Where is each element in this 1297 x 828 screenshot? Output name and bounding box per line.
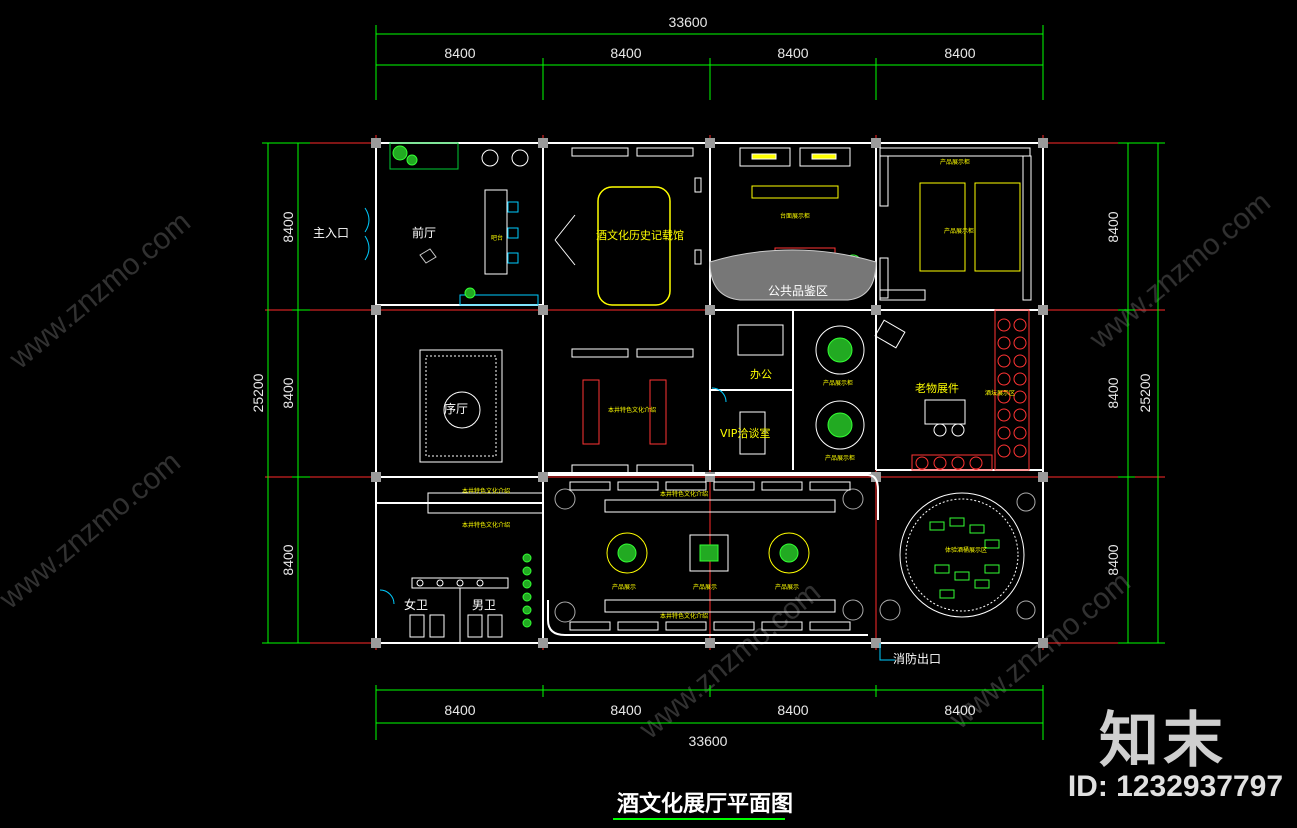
dim-total-bottom: 33600 <box>689 733 728 749</box>
label-product-cabinet-1: 产品展示柜 <box>940 158 970 166</box>
label-front-hall: 前厅 <box>412 225 436 240</box>
dim-col-4: 8400 <box>944 45 975 61</box>
front-hall-furniture <box>364 142 539 306</box>
dim-col-2: 8400 <box>610 45 641 61</box>
dimension-lines <box>262 25 1165 740</box>
prelude-hall-furniture <box>419 349 544 514</box>
watermark-site: www.znzmo.com <box>1083 185 1277 356</box>
culture-boards <box>547 147 879 636</box>
label-culture-wall-3: 本井特色文化介绍 <box>608 406 656 414</box>
watermark-site: www.znzmo.com <box>633 575 827 746</box>
label-counter: 吧台 <box>491 234 503 242</box>
label-tasting-area: 体验酒桶展示区 <box>945 546 987 554</box>
dim-col-b2: 8400 <box>610 702 641 718</box>
bottom-exhibits <box>604 499 836 613</box>
columns <box>371 138 1048 648</box>
watermark-site: www.znzmo.com <box>3 205 197 376</box>
public-tasting-furniture <box>709 147 877 301</box>
dim-row-3: 8400 <box>280 544 296 575</box>
label-public-tasting: 公共品鉴区 <box>768 284 828 298</box>
label-product-display-2: 产品展示 <box>693 583 717 591</box>
label-history-display: 酒文化历史记载馆 <box>596 228 684 242</box>
label-old-objects: 老物展件 <box>915 381 959 395</box>
label-fire-exit: 消防出口 <box>893 651 941 666</box>
watermark-brand: 知末 <box>1099 706 1227 776</box>
label-vip: VIP洽谈室 <box>720 426 770 440</box>
liquor-jars <box>911 309 1030 471</box>
dimension-text: 33600 8400 8400 8400 8400 8400 8400 8400… <box>250 14 1153 749</box>
drawing-title: 酒文化展厅平面图 <box>617 791 793 817</box>
dim-total-right: 25200 <box>1137 373 1153 412</box>
watermark-site-text: www.znzmo.com www.znzmo.com www.znzmo.co… <box>0 185 1277 746</box>
label-product-cabinet-4: 产品展示柜 <box>825 454 855 462</box>
dim-col-1: 8400 <box>444 45 475 61</box>
dim-row-r3: 8400 <box>1105 544 1121 575</box>
dim-col-b3: 8400 <box>777 702 808 718</box>
label-culture-wall-2: 本井特色文化介绍 <box>462 521 510 529</box>
dim-col-b1: 8400 <box>444 702 475 718</box>
watermark-id: ID: 1232937797 <box>1067 770 1283 803</box>
office-vip-furniture <box>711 324 784 455</box>
label-culture-wall-5: 本井特色文化介绍 <box>660 612 708 620</box>
label-office: 办公 <box>750 368 772 381</box>
label-product-display-3: 产品展示 <box>775 583 799 591</box>
label-prelude-hall: 序厅 <box>444 401 468 416</box>
label-culture-wall-4: 本井特色文化介绍 <box>660 490 708 498</box>
label-women-wc: 女卫 <box>404 597 428 612</box>
label-main-entrance: 主入口 <box>313 226 349 240</box>
history-display-furniture <box>554 177 702 306</box>
dim-total-top: 33600 <box>669 14 708 30</box>
dim-row-1: 8400 <box>280 211 296 242</box>
dim-col-b4: 8400 <box>944 702 975 718</box>
dim-row-r2: 8400 <box>1105 377 1121 408</box>
room-labels: 主入口 前厅 吧台 序厅 酒文化历史记载馆 公共品鉴区 办公 VIP洽谈室 老物… <box>313 225 1015 666</box>
product-cabinets <box>879 147 1032 301</box>
label-liquor-display: 酒坛展示区 <box>985 389 1015 397</box>
mid-product-displays <box>815 319 966 450</box>
axis-lines <box>265 135 1165 650</box>
small-labels: 产品展示柜 产品展示柜 产品展示柜 产品展示柜 产品展示 产品展示 产品展示 本… <box>462 158 974 620</box>
watermark-site: www.znzmo.com <box>0 445 187 616</box>
label-product-cabinet-3: 产品展示柜 <box>823 379 853 387</box>
dim-row-r1: 8400 <box>1105 211 1121 242</box>
dim-row-2: 8400 <box>280 377 296 408</box>
label-product-cabinet-2: 产品展示柜 <box>944 227 974 235</box>
fire-exit-door <box>879 643 895 661</box>
tasting-area <box>899 492 1025 618</box>
restrooms <box>379 577 509 643</box>
dim-col-3: 8400 <box>777 45 808 61</box>
dim-total-left: 25200 <box>250 373 266 412</box>
label-product-display-1: 产品展示 <box>612 583 636 591</box>
plants <box>392 145 1036 628</box>
label-men-wc: 男卫 <box>472 598 496 612</box>
label-display-table: 台面展示柜 <box>780 212 810 220</box>
label-culture-wall-1: 本井特色文化介绍 <box>462 487 510 495</box>
